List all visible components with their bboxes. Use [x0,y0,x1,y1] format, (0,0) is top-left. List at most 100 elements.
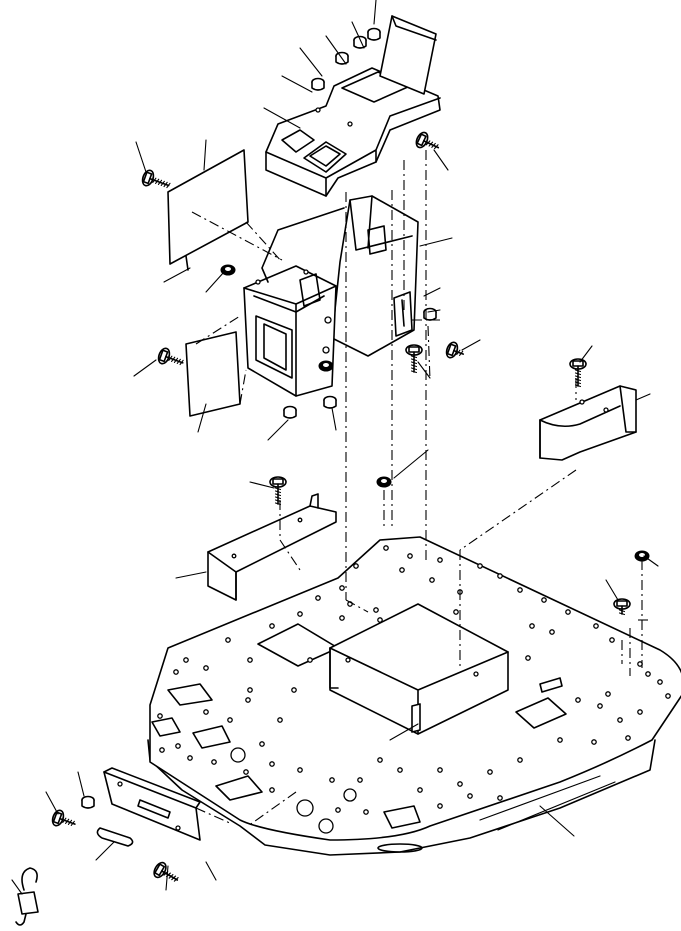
fasteners [51,27,650,882]
leader-line [267,419,289,441]
bolt-icon [141,169,171,189]
leader-line [11,879,23,895]
leader-line [163,267,191,283]
nut-icon [335,51,349,65]
nut-icon [367,27,381,41]
mounting-hole [417,787,423,793]
center-box [329,603,509,735]
leader-line [281,75,313,93]
leader-line [205,861,217,881]
leader-line [133,359,157,377]
side-panel-left [167,149,249,271]
mounting-hole [227,717,233,723]
leader-line [325,35,347,65]
mounting-hole [453,609,459,615]
leader-line [175,571,207,579]
leader-line [203,139,207,171]
mounting-hole [645,671,651,677]
leader-line [389,723,419,741]
grommet-icon [318,360,334,372]
assembly-line [459,469,577,551]
assembly-line [195,315,241,345]
assembly-line [247,791,297,827]
mounting-hole [399,567,405,573]
mounting-hole [487,769,493,775]
hook-icon [15,867,39,926]
mounting-hole [247,657,253,663]
mounting-hole [597,703,603,709]
leader-line [419,237,453,247]
mounting-hole [525,655,531,661]
leader-line [539,805,575,837]
bolt-icon [269,476,287,506]
leader-line [165,865,169,891]
mounting-hole [243,769,249,775]
clip-icon [96,827,134,847]
mounting-hole [277,717,283,723]
mounting-hole [617,717,623,723]
assembly-line [195,807,233,825]
mounting-hole [429,577,435,583]
mounting-hole [517,757,523,763]
mounting-hole [457,781,463,787]
leader-line [135,141,147,173]
mounting-hole [269,787,275,793]
mounting-hole [297,767,303,773]
leader-line [351,21,365,49]
mounting-hole [339,615,345,621]
box-cover-top [265,66,441,197]
mounting-hole [593,623,599,629]
assembly-line [245,221,283,263]
mounting-hole [357,777,363,783]
mounting-hole [339,585,345,591]
mounting-hole [497,573,503,579]
leader-line [373,0,377,25]
leader-line [461,339,481,351]
mounting-hole [373,607,379,613]
mounting-hole [183,657,189,663]
side-panel-front [185,331,241,417]
bolt-icon [405,344,423,374]
mounting-hole [609,637,615,643]
bolt-icon [415,131,440,150]
control-box [243,195,419,397]
mounting-hole [203,709,209,715]
leader-line [197,403,207,433]
mounting-hole [437,557,443,563]
leader-line [417,361,431,379]
mounting-hole [575,697,581,703]
leader-line [393,449,429,479]
mounting-hole [245,697,251,703]
mounting-hole [529,623,535,629]
lid [379,15,437,95]
mounting-hole [467,793,473,799]
assembly-line [345,599,369,613]
mounting-hole [605,691,611,697]
leader-line [95,841,115,861]
mounting-hole [259,741,265,747]
mounting-hole [187,755,193,761]
mounting-hole [497,795,503,801]
assembly-line [427,325,431,381]
leader-line [643,555,659,567]
nut-icon [311,77,325,91]
mounting-hole [159,747,165,753]
leader-line [45,791,59,815]
bolt-icon [445,341,465,359]
mounting-hole [477,563,483,569]
bolt-icon [569,358,587,388]
leader-line [433,149,449,171]
assembly-line [279,539,301,571]
bolt-icon [153,861,179,882]
mounting-hole [297,611,303,617]
leader-line [605,579,619,601]
mounting-hole [591,739,597,745]
assembly-line [191,211,283,261]
mounting-hole [363,809,369,815]
mounting-hole [517,587,523,593]
mounting-hole [637,709,643,715]
leader-line [427,309,441,313]
assembly-lines [191,150,652,827]
leader-line [249,481,275,489]
mounting-hole [211,759,217,765]
